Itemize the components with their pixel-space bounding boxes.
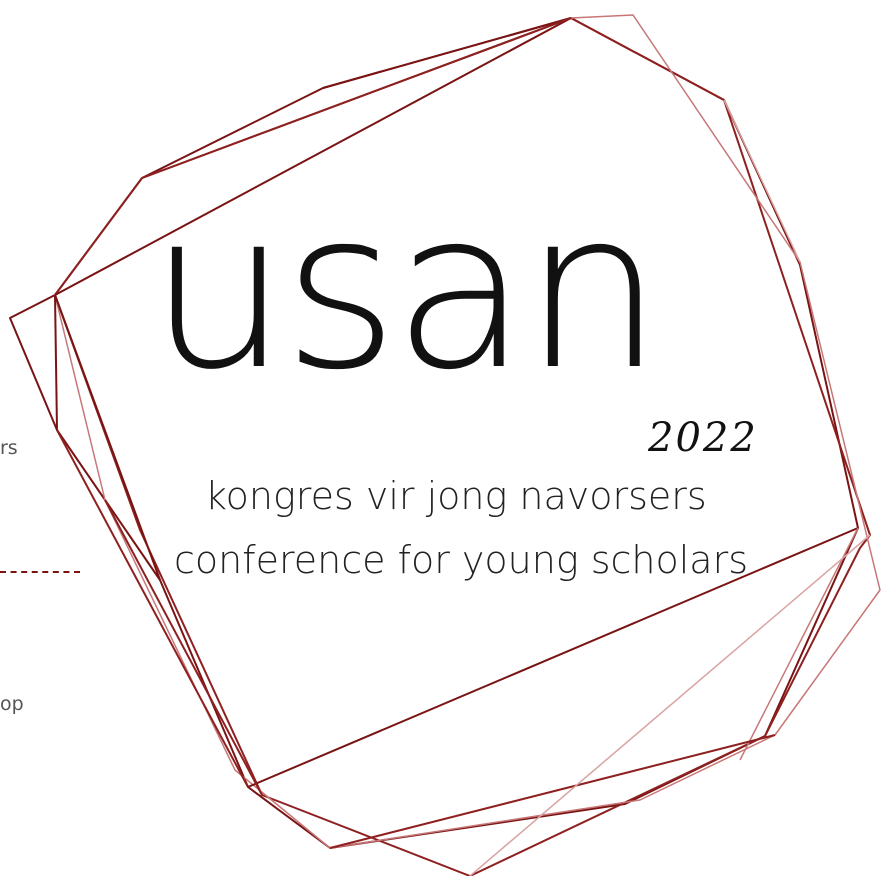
logo-subtitle-english: conference for young scholars [174, 538, 748, 582]
frame-line [739, 527, 859, 761]
side-text-fragment: op [0, 693, 24, 715]
frame-line [54, 294, 58, 431]
frame-line [723, 99, 801, 263]
frame-line [329, 734, 776, 849]
frame-line [54, 294, 161, 581]
frame-line [104, 499, 263, 796]
dashed-divider [0, 571, 80, 573]
frame-line [56, 429, 249, 788]
frame-line [54, 17, 572, 296]
frame-line [247, 527, 859, 788]
frame-line [469, 534, 871, 876]
side-text-fragment: rs [0, 437, 18, 459]
logo-year: 2022 [648, 415, 758, 461]
logo-title: usan [148, 165, 664, 418]
frame-line [141, 17, 572, 179]
frame-line [322, 17, 572, 89]
frame-polygon-light [54, 14, 881, 849]
frame-polygon-inner [54, 17, 871, 876]
logo-subtitle-afrikaans: kongres vir jong navorsers [205, 474, 707, 518]
